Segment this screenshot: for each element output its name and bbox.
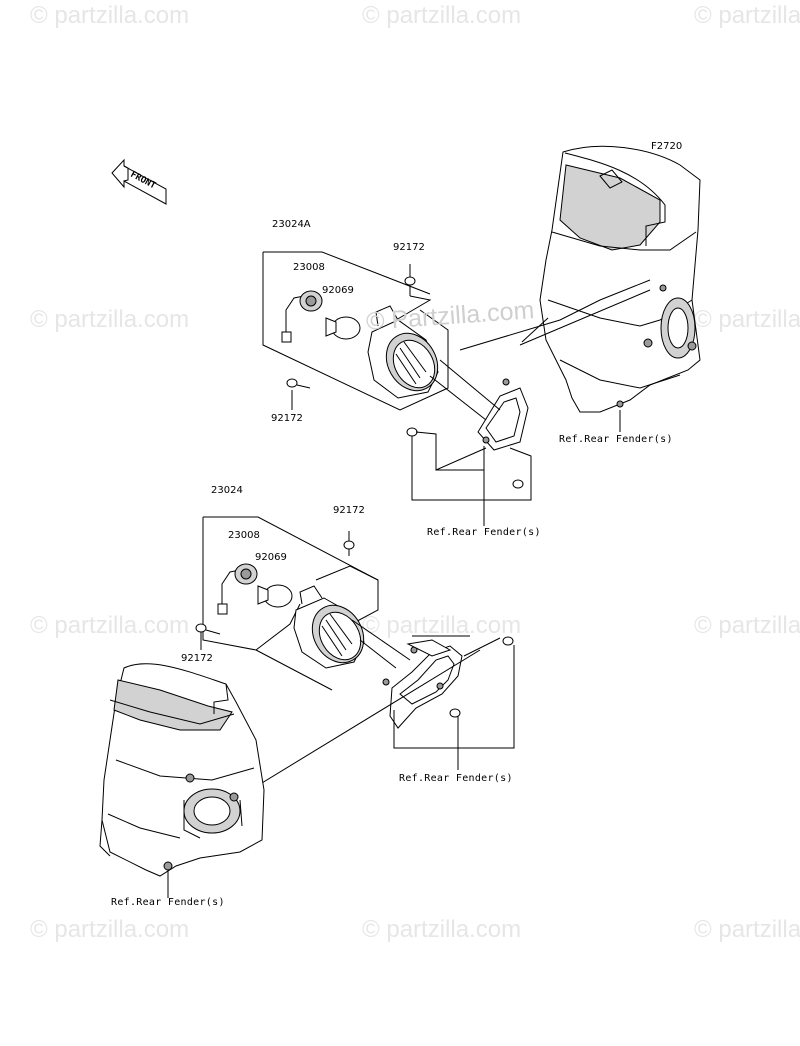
- rear-fender-upper-right: [539, 145, 701, 413]
- label-ref-rear-fender-lower-bracket: Ref.Rear Fender(s): [399, 773, 513, 784]
- mount-bracket-upper: [477, 378, 529, 451]
- screw-lower-bracket-right: [502, 636, 514, 646]
- fog-lamp-upper: [367, 305, 439, 399]
- screw-92172-lower-left: [195, 623, 221, 635]
- screw-92172-lower-top: [343, 540, 355, 556]
- watermark: © partzilla.com: [362, 2, 522, 29]
- label-screw-upper-left: 92172: [271, 413, 303, 424]
- rear-fender-lower-left: [99, 663, 265, 877]
- label-screw-lower-top: 92172: [333, 505, 365, 516]
- screw-bracket-left: [406, 427, 418, 437]
- watermark: © partzilla.com: [694, 306, 800, 333]
- bulb-upper: [325, 316, 361, 340]
- screw-lower-bracket-bottom: [449, 708, 461, 718]
- label-ref-rear-fender-left: Ref.Rear Fender(s): [111, 897, 225, 908]
- label-ref-rear-fender-upper-bracket: Ref.Rear Fender(s): [427, 527, 541, 538]
- fog-lamp-lower: [293, 585, 365, 669]
- label-screw-upper-top: 92172: [393, 242, 425, 253]
- figure-code: F2720: [651, 141, 683, 152]
- bulb-lower: [257, 584, 293, 608]
- label-bulb-upper: 92069: [322, 285, 354, 296]
- watermark: © partzilla.com: [362, 612, 522, 639]
- socket-lower: [217, 563, 258, 615]
- watermark: © partzilla.com: [694, 916, 800, 943]
- label-socket-upper: 23008: [293, 262, 325, 273]
- label-ref-rear-fender-right: Ref.Rear Fender(s): [559, 434, 673, 445]
- socket-upper: [281, 290, 323, 343]
- label-assembly-23024A: 23024A: [272, 219, 311, 230]
- mount-bracket-lower: [382, 639, 463, 729]
- watermark: © partzilla.com: [30, 612, 190, 639]
- screw-92172-upper-top: [404, 276, 416, 296]
- front-arrow-icon: FRONT: [111, 158, 167, 205]
- watermark: © partzilla.com: [694, 2, 800, 29]
- label-assembly-23024: 23024: [211, 485, 243, 496]
- label-bulb-lower: 92069: [255, 552, 287, 563]
- label-screw-lower-left: 92172: [181, 653, 213, 664]
- assembly-bracket-23024A: [262, 252, 449, 411]
- screw-92172-upper-left: [286, 378, 311, 389]
- watermark: © partzilla.com: [694, 612, 800, 639]
- watermark: © partzilla.com: [30, 306, 190, 333]
- watermark: © partzilla.com: [30, 916, 190, 943]
- label-socket-lower: 23008: [228, 530, 260, 541]
- watermark: © partzilla.com: [30, 2, 190, 29]
- screw-bracket-right: [512, 479, 524, 489]
- watermark: © partzilla.com: [362, 916, 522, 943]
